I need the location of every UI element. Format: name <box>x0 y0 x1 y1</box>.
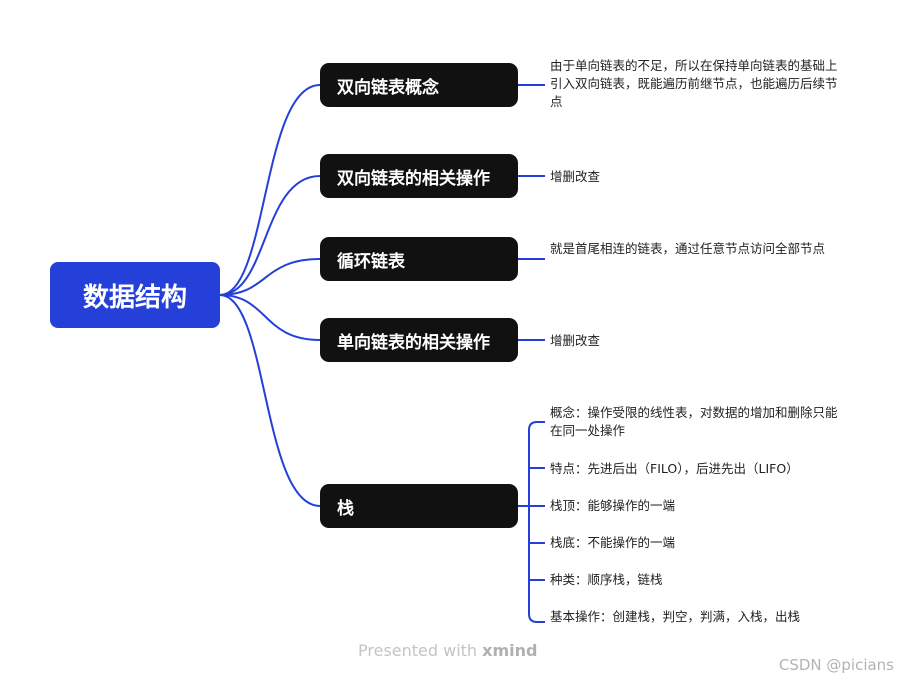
note-stack-basic-ops[interactable]: 基本操作：创建栈，判空，判满，入栈，出栈 <box>550 609 801 624</box>
note-stack-bottom[interactable]: 栈底：不能操作的一端 <box>550 535 676 550</box>
note-stack-features[interactable]: 特点：先进后出（FILO），后进先出（LIFO） <box>550 461 799 476</box>
note-doubly-linked-list-ops[interactable]: 增删改查 <box>550 169 601 184</box>
presented-with-footer: Presented with xmind <box>358 641 537 660</box>
connector-root-topic-4 <box>219 294 321 507</box>
connector-root-topic-0 <box>219 84 321 296</box>
connector-stack-bracket <box>518 421 545 623</box>
topic-singly-linked-list-ops[interactable]: 单向链表的相关操作 <box>320 318 518 362</box>
note-doubly-linked-list-concept[interactable]: 由于单向链表的不足，所以在保持单向链表的基础上引入双向链表，既能遍历前继节点，也… <box>550 58 838 109</box>
footer-prefix: Presented with <box>358 641 483 660</box>
topic-label: 双向链表的相关操作 <box>337 168 490 189</box>
connector-root-topic-2 <box>219 258 321 296</box>
connector-root-topic-3 <box>219 294 321 341</box>
connector-root-topic-1 <box>219 175 321 296</box>
note-circular-linked-list[interactable]: 就是首尾相连的链表，通过任意节点访问全部节点 <box>550 241 826 256</box>
note-stack-kinds[interactable]: 种类：顺序栈，链栈 <box>550 572 663 587</box>
note-singly-linked-list-ops[interactable]: 增删改查 <box>550 333 601 348</box>
topic-label: 双向链表概念 <box>337 77 439 98</box>
csdn-watermark: CSDN @picians <box>778 656 894 674</box>
topic-label: 循环链表 <box>337 251 405 272</box>
topic-stack[interactable]: 栈 <box>320 484 518 528</box>
note-stack-top[interactable]: 栈顶：能够操作的一端 <box>550 498 676 513</box>
topic-circular-linked-list[interactable]: 循环链表 <box>320 237 518 281</box>
topic-label: 栈 <box>337 498 354 519</box>
root-label: 数据结构 <box>82 282 187 313</box>
note-stack-concept[interactable]: 概念：操作受限的线性表，对数据的增加和删除只能在同一处操作 <box>550 405 838 438</box>
root-node[interactable]: 数据结构 <box>50 262 220 328</box>
xmind-logo: xmind <box>482 641 538 660</box>
topic-doubly-linked-list-ops[interactable]: 双向链表的相关操作 <box>320 154 518 198</box>
topic-label: 单向链表的相关操作 <box>337 332 490 353</box>
topic-doubly-linked-list-concept[interactable]: 双向链表概念 <box>320 63 518 107</box>
